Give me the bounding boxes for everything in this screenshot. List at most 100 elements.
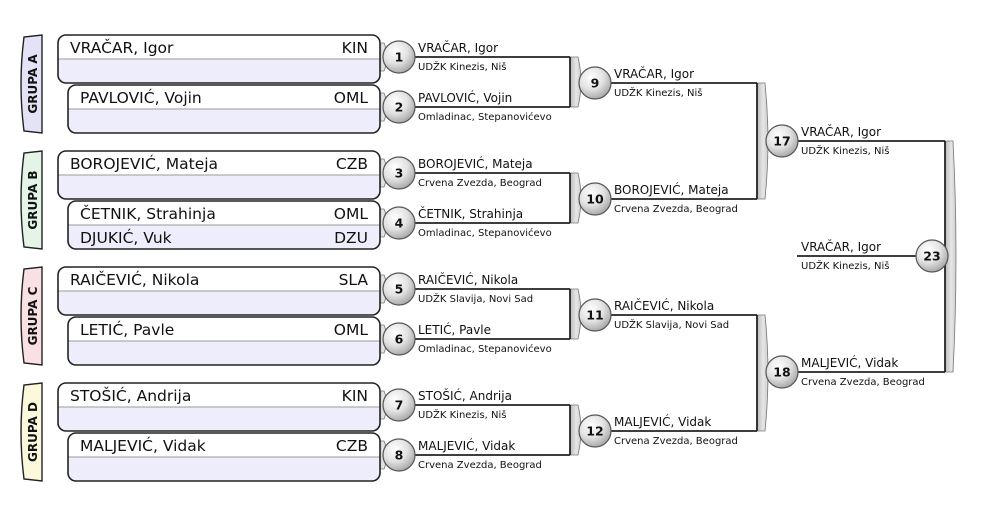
entry-box	[57, 34, 381, 84]
winner-club: Omladinac, Stepanovićevo	[418, 343, 552, 355]
club-code: OML	[334, 205, 369, 223]
club-code: KIN	[342, 39, 368, 57]
winner-name: STOŠIĆ, Andrija	[418, 388, 512, 403]
match-number: 2	[395, 100, 404, 115]
winner-club: UDŽK Slavija, Novi Sad	[614, 318, 729, 331]
match-number: 4	[395, 216, 404, 231]
group-entry: MALJEVIĆ, Vidak CZB	[67, 432, 381, 482]
entry-box	[67, 200, 381, 250]
club-code: OML	[334, 89, 369, 107]
match-ball-icon	[765, 124, 799, 158]
match-ball-icon	[578, 182, 612, 216]
group-label: GRUPA A	[26, 54, 40, 114]
group-d: GRUPA D STOŠIĆ, Andrija KIN MALJEVIĆ, Vidak…	[20, 382, 381, 482]
match-ball-icon	[578, 66, 612, 100]
winner-name: RAIČEVIĆ, Nikola	[614, 298, 714, 313]
match-number: 17	[773, 134, 790, 149]
winner-club: UDŽK Kinezis, Niš	[801, 144, 890, 157]
winner-club: UDŽK Kinezis, Niš	[801, 259, 890, 272]
winner-name: VRAČAR, Igor	[418, 40, 498, 55]
entry-box	[57, 266, 381, 316]
match-ball-icon	[578, 298, 612, 332]
match-ball-icon	[382, 206, 416, 240]
winner-club: Omladinac, Stepanovićevo	[418, 227, 552, 239]
match-number: 18	[773, 365, 790, 380]
winner-name: VRAČAR, Igor	[801, 239, 881, 254]
match-number-badge: 5	[382, 272, 416, 306]
player-name: STOŠIĆ, Andrija	[70, 386, 191, 405]
match-number-badge: 9	[578, 66, 612, 100]
winner-name: MALJEVIĆ, Vidak	[614, 414, 711, 429]
club-code: CZB	[336, 437, 368, 455]
match-number: 11	[586, 308, 603, 323]
club-code: DZU	[334, 229, 368, 247]
group-tab	[20, 150, 43, 250]
match-number-badge: 3	[382, 156, 416, 190]
entry-box	[67, 84, 381, 134]
winner-club: UDŽK Slavija, Novi Sad	[418, 292, 533, 305]
player-name: ČETNIK, Strahinja	[80, 204, 216, 223]
group-label: GRUPA B	[26, 170, 40, 229]
match-ball-icon	[382, 388, 416, 422]
match-ball-icon	[382, 322, 416, 356]
group-label: GRUPA D	[26, 402, 40, 462]
group-entry: RAIČEVIĆ, Nikola SLA	[57, 266, 381, 316]
entry-box	[67, 316, 381, 366]
winner-club: Crvena Zvezda, Beograd	[614, 436, 738, 447]
group-entry: VRAČAR, Igor KIN	[57, 34, 381, 84]
match-number: 3	[395, 166, 404, 181]
match-ball-icon	[382, 90, 416, 124]
club-code: SLA	[339, 271, 369, 289]
match-number-badge: 2	[382, 90, 416, 124]
match-number: 10	[586, 192, 604, 207]
winner-club: UDŽK Kinezis, Niš	[614, 86, 703, 99]
entry-box	[57, 382, 381, 432]
match-number-badge: 10	[578, 182, 612, 216]
match-number-badge: 1	[382, 40, 416, 74]
group-entry: STOŠIĆ, Andrija KIN	[57, 382, 381, 432]
group-entry: ČETNIK, Strahinja OML DJUKIĆ, Vuk DZU	[67, 200, 381, 250]
bracket-connector	[944, 140, 957, 373]
player-name: LETIĆ, Pavle	[80, 320, 174, 339]
entry-box	[67, 432, 381, 482]
match-number-badge: 11	[578, 298, 612, 332]
player-name: BOROJEVIĆ, Mateja	[70, 154, 218, 173]
match-number: 1	[395, 50, 404, 65]
club-code: OML	[334, 321, 369, 339]
match-ball-icon	[382, 438, 416, 472]
match-number: 12	[586, 424, 603, 439]
group-entry: LETIĆ, Pavle OML	[67, 316, 381, 366]
match-number-badge: 7	[382, 388, 416, 422]
winner-name: MALJEVIĆ, Vidak	[418, 438, 515, 453]
winner-name: VRAČAR, Igor	[801, 124, 881, 139]
match-ball-icon	[578, 414, 612, 448]
winner-club: Omladinac, Stepanovićevo	[418, 111, 552, 123]
group-tab	[20, 266, 43, 366]
match-number: 8	[395, 448, 404, 463]
player-name: VRAČAR, Igor	[70, 38, 174, 57]
match-number-badge: 4	[382, 206, 416, 240]
group-tab	[20, 382, 43, 482]
player-name: DJUKIĆ, Vuk	[80, 228, 172, 247]
winner-name: BOROJEVIĆ, Mateja	[614, 182, 729, 197]
match-ball-icon	[382, 40, 416, 74]
match-number-badge: 17	[765, 124, 799, 158]
player-name: RAIČEVIĆ, Nikola	[70, 270, 199, 289]
player-name: MALJEVIĆ, Vidak	[80, 436, 206, 455]
group-tab	[20, 34, 43, 134]
winner-name: BOROJEVIĆ, Mateja	[418, 156, 533, 171]
winner-name: ČETNIK, Strahinja	[418, 206, 523, 221]
winner-club: UDŽK Kinezis, Niš	[418, 408, 507, 421]
match-ball-icon	[765, 355, 799, 389]
match-number: 7	[395, 398, 404, 413]
winner-name: PAVLOVIĆ, Vojin	[418, 90, 512, 105]
match-number: 5	[395, 282, 404, 297]
club-code: KIN	[342, 387, 368, 405]
match-number-badge: 6	[382, 322, 416, 356]
winner-club: Crvena Zvezda, Beograd	[801, 377, 925, 388]
